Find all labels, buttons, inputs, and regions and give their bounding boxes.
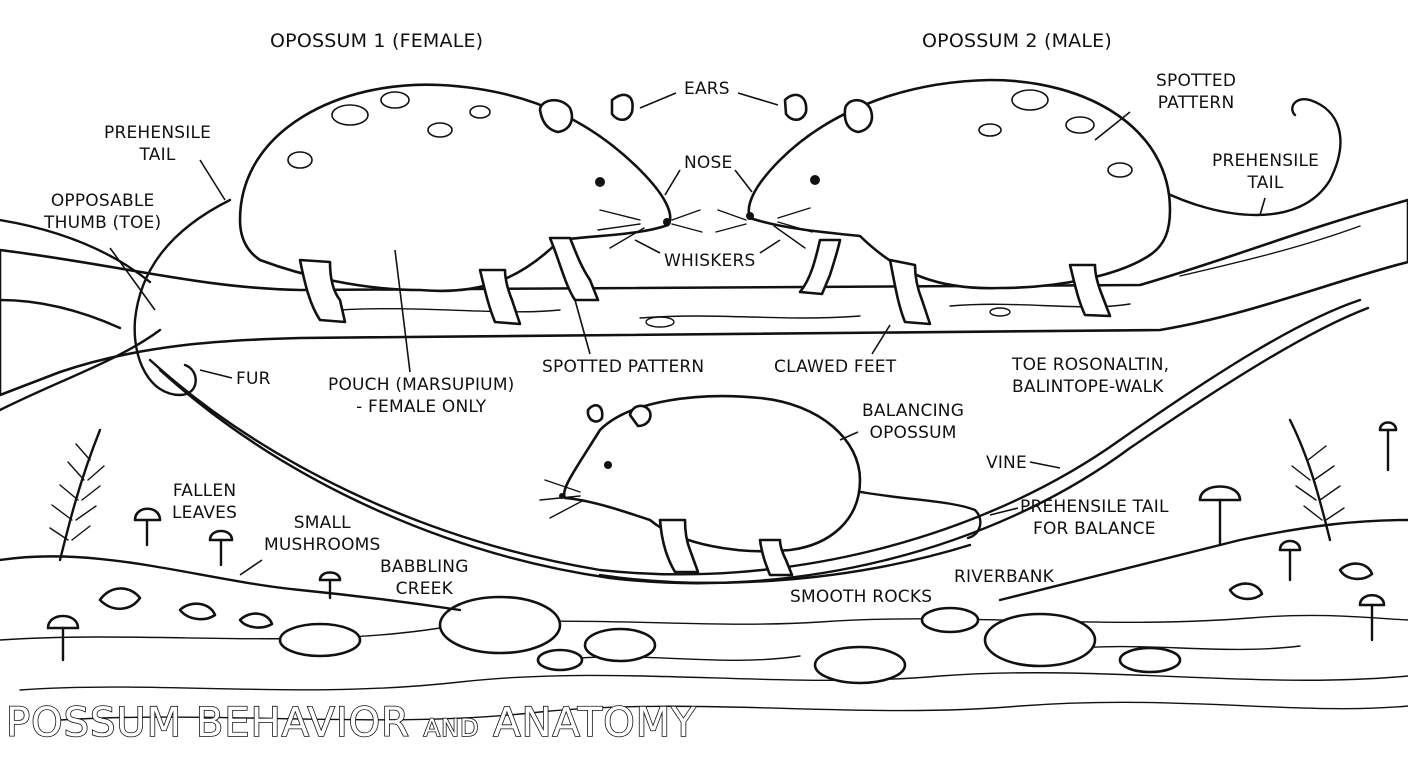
label-prehensile-tail-left: PREHENSILE TAIL (104, 122, 211, 166)
label-pointers (109, 92, 1266, 576)
label-line: MUSHROOMS (264, 535, 381, 555)
label-line: OPPOSABLE (50, 191, 155, 211)
label-ears: EARS (684, 79, 730, 99)
label-whiskers: WHISKERS (664, 251, 756, 271)
fern-right (1288, 418, 1345, 542)
label-balancing-opossum: BALANCING OPOSSUM (862, 400, 964, 444)
label-line: PREHENSILE TAIL (1020, 497, 1169, 517)
label-line: LEAVES (172, 503, 238, 523)
label-line: BALANCING (862, 401, 965, 421)
label-nose: NOSE (684, 153, 733, 173)
label-prehensile-tail-balance: PREHENSILE TAIL FOR BALANCE (1020, 496, 1169, 540)
label-pouch: POUCH (MARSUPIUM) - FEMALE ONLY (328, 374, 515, 418)
label-line: PREHENSILE (1212, 151, 1320, 171)
label-vine: VINE (986, 453, 1027, 473)
small-mushrooms (46, 421, 1398, 662)
label-line: SMALL (293, 513, 351, 533)
fern-left (49, 428, 105, 562)
label-spotted-pattern-right: SPOTTED PATTERN (1156, 70, 1236, 114)
babbling-creek (0, 614, 1408, 721)
label-line: BABBLING (380, 557, 469, 577)
title-part-2: AND (423, 713, 480, 743)
opossum-2-male (715, 78, 1342, 326)
label-riverbank: RIVERBANK (954, 567, 1054, 587)
label-line: PREHENSILE (104, 123, 212, 143)
label-prehensile-tail-right: PREHENSILE TAIL (1212, 150, 1319, 194)
label-small-mushrooms: SMALL MUSHROOMS (264, 512, 381, 556)
label-fur: FUR (236, 369, 271, 389)
label-spotted-pattern-mid: SPOTTED PATTERN (542, 357, 705, 377)
label-line: FOR BALANCE (1032, 519, 1156, 539)
diagram-title: POSSUM BEHAVIOR AND ANATOMY (5, 699, 697, 747)
riverbank (0, 518, 1408, 612)
smooth-rocks (278, 595, 1182, 685)
label-clawed-feet: CLAWED FEET (774, 357, 897, 377)
label-babbling-creek: BABBLING CREEK (380, 556, 469, 600)
label-line: OPOSSUM (869, 423, 957, 443)
heading-opossum-2: OPOSSUM 2 (MALE) (922, 30, 1112, 52)
label-line: TAIL (139, 145, 176, 165)
opossum-1-female (133, 83, 703, 397)
label-line: TOE ROSONALTIN, (1012, 355, 1170, 375)
label-smooth-rocks: SMOOTH ROCKS (790, 587, 933, 607)
vine (148, 298, 1370, 585)
label-line: BALINTOPE-WALK (1012, 377, 1164, 397)
label-line: PATTERN (1157, 93, 1235, 113)
label-line: - FEMALE ONLY (356, 397, 487, 417)
label-line: THUMB (TOE) (44, 213, 162, 233)
label-opposable-thumb: OPPOSABLE THUMB (TOE) (44, 190, 161, 234)
title-part-1: POSSUM BEHAVIOR (5, 699, 410, 747)
label-fallen-leaves: FALLEN LEAVES (172, 480, 237, 524)
tree-branch (0, 198, 1408, 412)
label-line: SPOTTED (1156, 71, 1237, 91)
title-part-3: ANATOMY (492, 699, 697, 747)
heading-opossum-1: OPOSSUM 1 (FEMALE) (270, 30, 484, 52)
label-toe-rosonaltin: TOE ROSONALTIN, BALINTOPE-WALK (1012, 354, 1169, 398)
label-line: CREEK (395, 579, 453, 599)
label-line: TAIL (1247, 173, 1284, 193)
balancing-opossum (539, 394, 982, 577)
label-line: POUCH (MARSUPIUM) (328, 375, 515, 395)
label-line: FALLEN (172, 481, 237, 501)
fallen-leaves (98, 562, 1374, 629)
